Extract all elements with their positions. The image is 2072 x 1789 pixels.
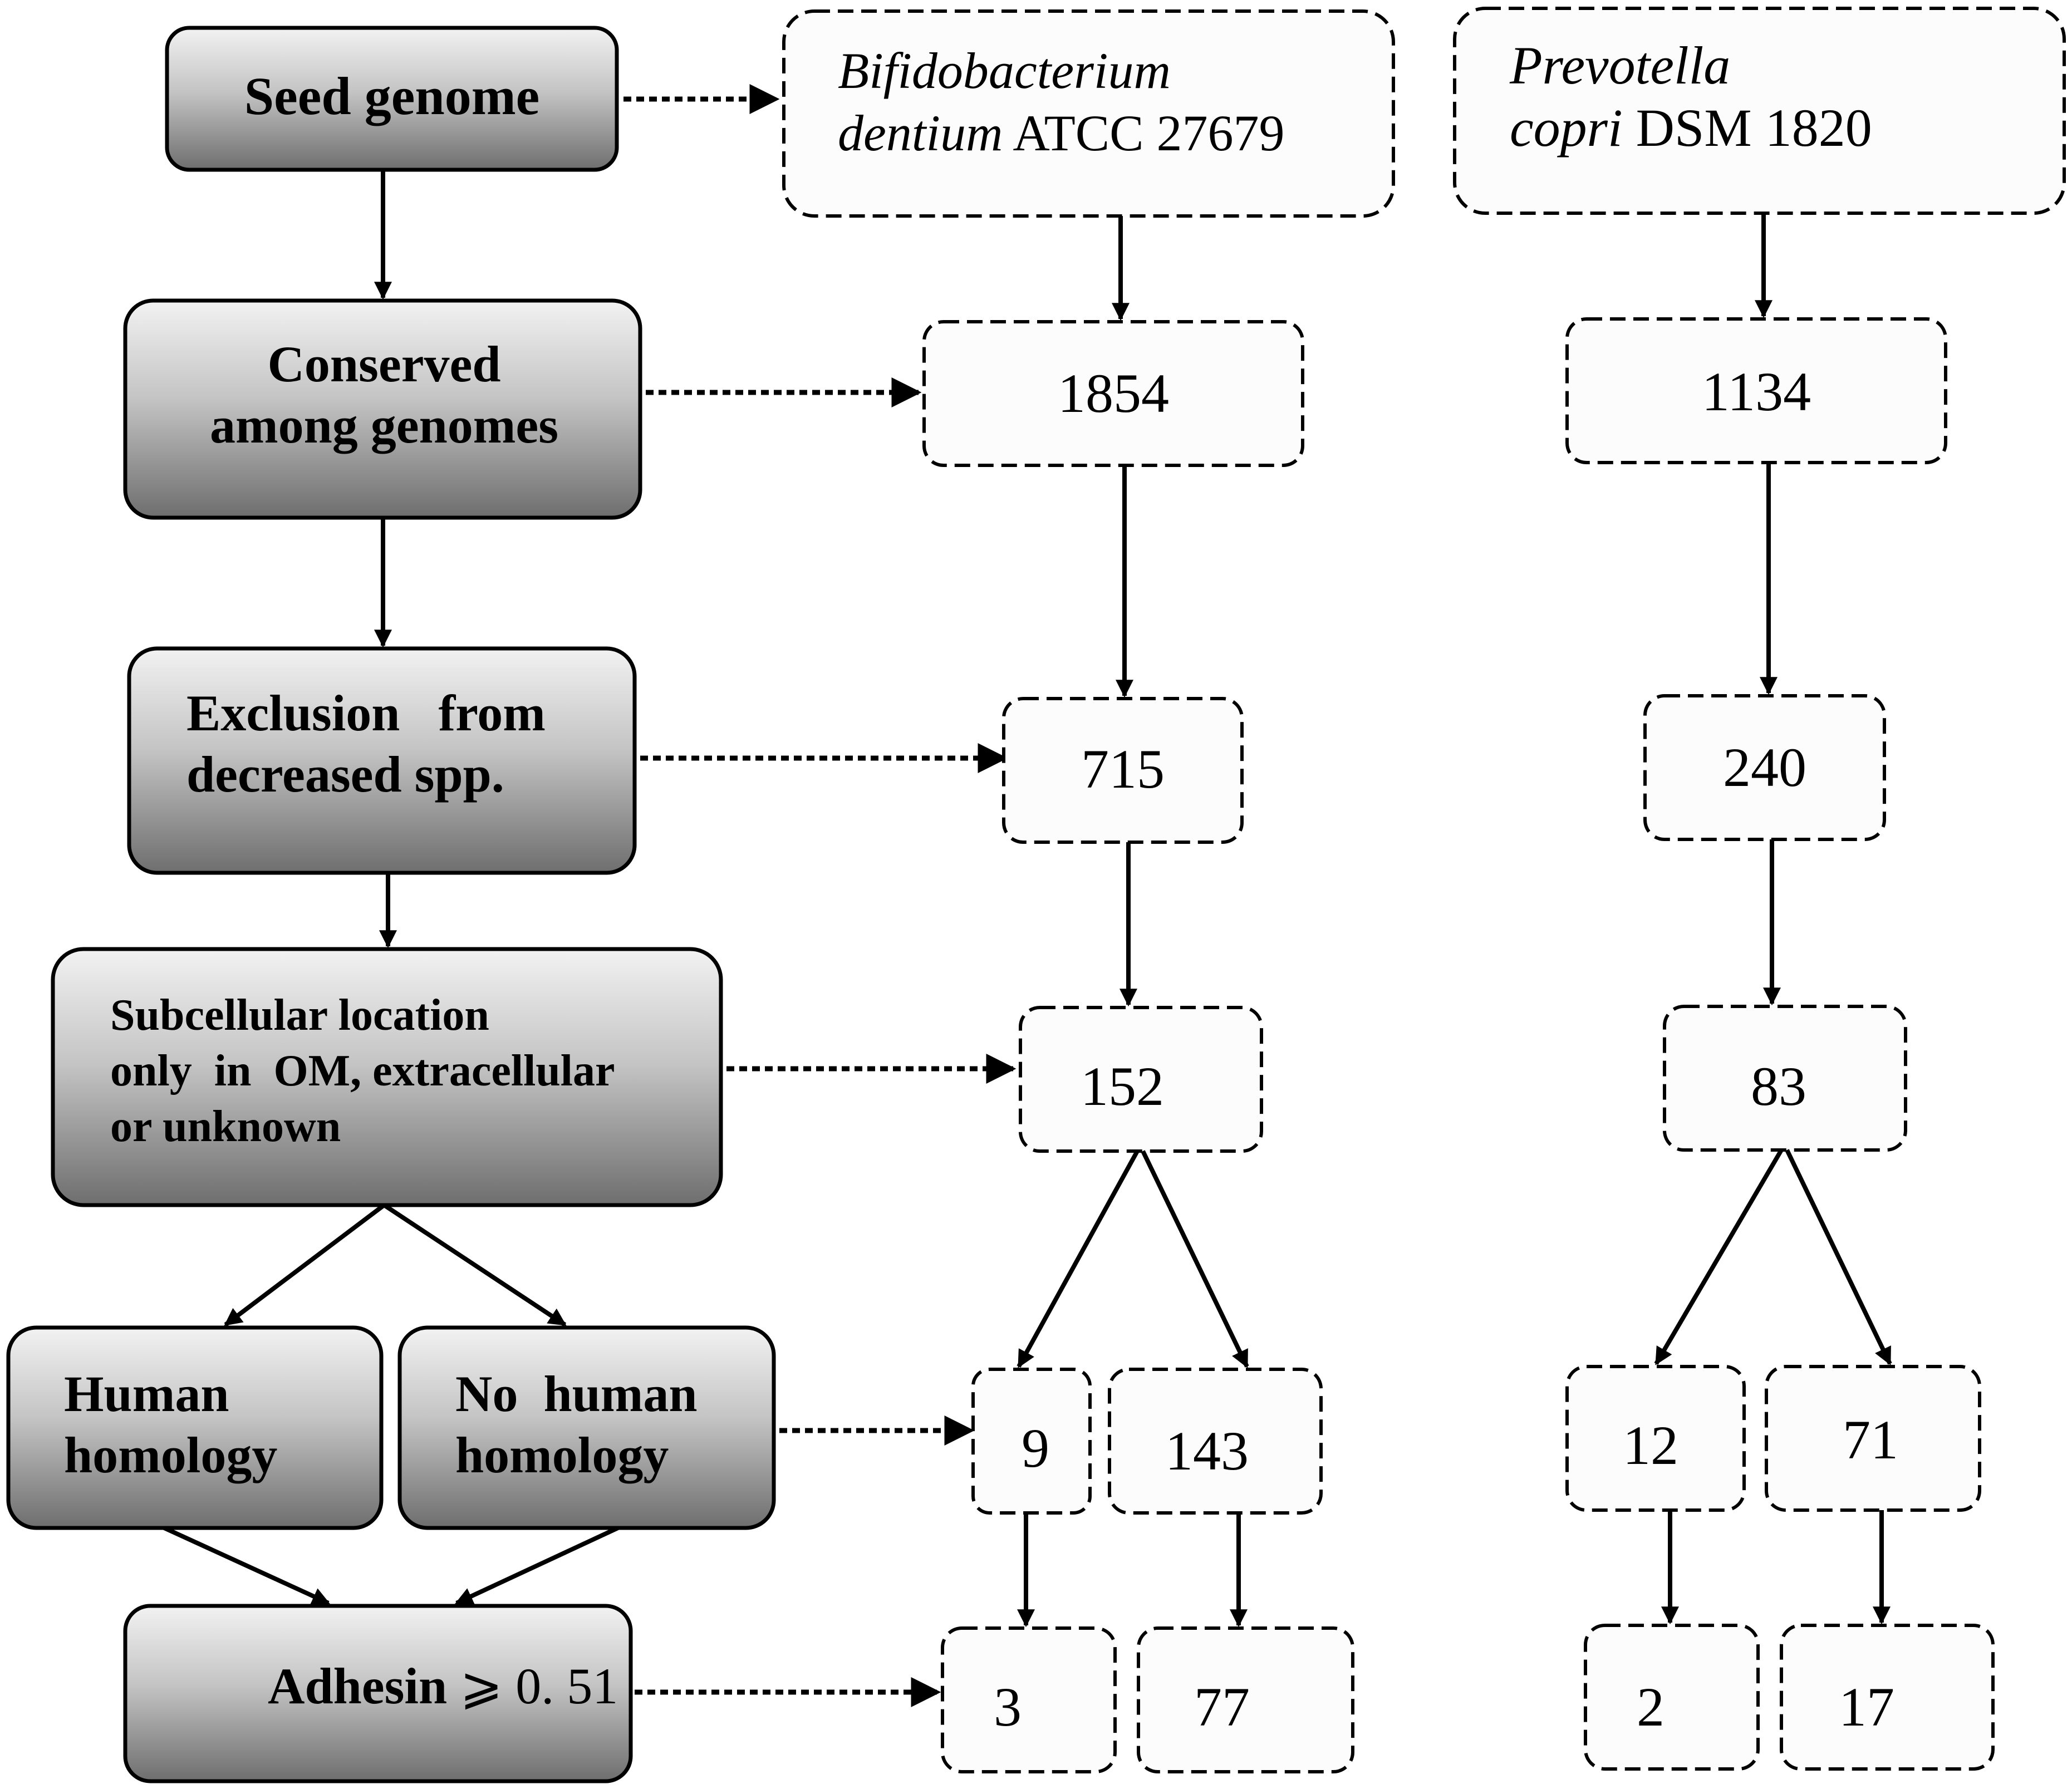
step-human-homology-label-line2: homology bbox=[64, 1427, 277, 1483]
count-box-adhesin-human: 2 bbox=[1584, 1624, 1760, 1771]
count-adhesin-no-human: 17 bbox=[1839, 1676, 1894, 1738]
arrow-bifido-subcellular-to-nohuman bbox=[1141, 1150, 1249, 1368]
bifido-arrows bbox=[1017, 216, 1249, 1628]
count-no-human-homology: 71 bbox=[1843, 1409, 1898, 1471]
count-box-conserved: 1134 bbox=[1565, 317, 1947, 464]
count-box-adhesin-human: 3 bbox=[941, 1626, 1117, 1773]
count-box-excluded: 240 bbox=[1643, 694, 1886, 841]
arrow-human-to-adhesin bbox=[163, 1526, 330, 1605]
organism-species: copri bbox=[1510, 98, 1623, 158]
count-human-homology: 9 bbox=[1022, 1417, 1049, 1479]
step-conserved-label-line1: Conserved bbox=[267, 336, 500, 392]
organism-column-bifidobacterium: Bifidobacterium dentium ATCC 27679 1854 … bbox=[782, 9, 1395, 1773]
step-subcellular-label-line1: Subcellular location bbox=[110, 991, 489, 1040]
organism-strain-space bbox=[1003, 105, 1013, 161]
step-exclusion-label-line2: decreased spp. bbox=[186, 746, 504, 803]
pipeline-arrows bbox=[163, 170, 619, 1605]
arrow-subcellular-to-nohuman bbox=[382, 1203, 567, 1327]
count-adhesin-human: 2 bbox=[1637, 1676, 1665, 1738]
step-subcellular-label-line3: or unknown bbox=[110, 1102, 341, 1151]
prevotella-arrows bbox=[1654, 213, 1892, 1625]
count-adhesin-no-human: 77 bbox=[1194, 1676, 1250, 1738]
step-human-homology: Human homology bbox=[6, 1325, 384, 1530]
count-subcellular: 83 bbox=[1751, 1055, 1806, 1117]
step-adhesin-label-symbol: ⩾ bbox=[460, 1658, 503, 1714]
step-adhesin-label-value: 0. 51 bbox=[503, 1658, 618, 1714]
step-no-human-homology-label-line2: homology bbox=[455, 1427, 669, 1483]
step-subcellular: Subcellular location only in OM, extrace… bbox=[51, 947, 723, 1207]
count-adhesin-human: 3 bbox=[994, 1676, 1022, 1738]
count-human-homology: 12 bbox=[1623, 1414, 1678, 1476]
arrow-bifido-subcellular-to-human bbox=[1017, 1150, 1140, 1368]
step-adhesin-label: Adhesin ⩾ 0. 51 bbox=[178, 1658, 682, 1714]
step-conserved: Conserved among genomes bbox=[123, 298, 642, 520]
count-box-excluded: 715 bbox=[1002, 697, 1244, 844]
count-excluded: 715 bbox=[1081, 738, 1165, 800]
arrow-prevotella-subcellular-to-nohuman bbox=[1785, 1149, 1892, 1365]
count-box-subcellular: 83 bbox=[1663, 1005, 1907, 1152]
step-no-human-homology: No human homology bbox=[397, 1325, 776, 1530]
arrow-nohuman-to-adhesin bbox=[455, 1526, 619, 1605]
organism-header-prevotella: Prevotella copri DSM 1820 bbox=[1453, 7, 2066, 215]
organism-species-strain: copri DSM 1820 bbox=[1510, 98, 1872, 158]
count-conserved: 1134 bbox=[1702, 361, 1811, 422]
step-seed-genome: Seed genome bbox=[165, 26, 619, 172]
count-excluded: 240 bbox=[1723, 736, 1806, 798]
count-box-human-homology: 9 bbox=[971, 1368, 1092, 1515]
count-box-conserved: 1854 bbox=[922, 320, 1304, 467]
step-subcellular-label-line2: only in OM, extracellular bbox=[110, 1046, 615, 1095]
organism-column-prevotella: Prevotella copri DSM 1820 1134 240 83 12… bbox=[1453, 7, 2066, 1771]
count-box-human-homology: 12 bbox=[1565, 1365, 1746, 1512]
step-human-homology-label-line1: Human bbox=[64, 1365, 229, 1422]
count-subcellular: 152 bbox=[1081, 1055, 1164, 1117]
organism-species: dentium bbox=[838, 105, 1003, 161]
step-conserved-label-line2: among genomes bbox=[210, 397, 558, 454]
count-box-subcellular: 152 bbox=[1019, 1006, 1263, 1153]
organism-strain: DSM 1820 bbox=[1636, 98, 1872, 158]
arrow-prevotella-subcellular-to-human bbox=[1654, 1148, 1784, 1365]
count-box-no-human-homology: 71 bbox=[1765, 1365, 1981, 1512]
organism-species-strain: dentium ATCC 27679 bbox=[838, 105, 1285, 161]
organism-strain-space bbox=[1623, 98, 1636, 158]
step-adhesin-label-prefix: Adhesin bbox=[268, 1658, 460, 1714]
arrow-subcellular-to-human bbox=[224, 1203, 386, 1327]
step-no-human-homology-label-line1: No human bbox=[455, 1365, 698, 1422]
organism-strain: ATCC 27679 bbox=[1013, 105, 1284, 161]
organism-header-bifidobacterium: Bifidobacterium dentium ATCC 27679 bbox=[782, 9, 1395, 218]
step-adhesin: Adhesin ⩾ 0. 51 bbox=[123, 1604, 682, 1783]
count-box-no-human-homology: 143 bbox=[1108, 1368, 1323, 1515]
count-conserved: 1854 bbox=[1058, 362, 1169, 424]
count-box-adhesin-no-human: 17 bbox=[1780, 1624, 1995, 1771]
step-exclusion: Exclusion from decreased spp. bbox=[127, 646, 637, 875]
dotted-connectors bbox=[623, 84, 1017, 1707]
count-no-human-homology: 143 bbox=[1165, 1420, 1249, 1482]
organism-genus: Bifidobacterium bbox=[838, 42, 1171, 99]
step-seed-genome-label: Seed genome bbox=[244, 66, 540, 126]
step-exclusion-label-line1: Exclusion from bbox=[186, 685, 546, 741]
count-box-adhesin-no-human: 77 bbox=[1137, 1626, 1354, 1773]
organism-genus: Prevotella bbox=[1509, 36, 1730, 95]
